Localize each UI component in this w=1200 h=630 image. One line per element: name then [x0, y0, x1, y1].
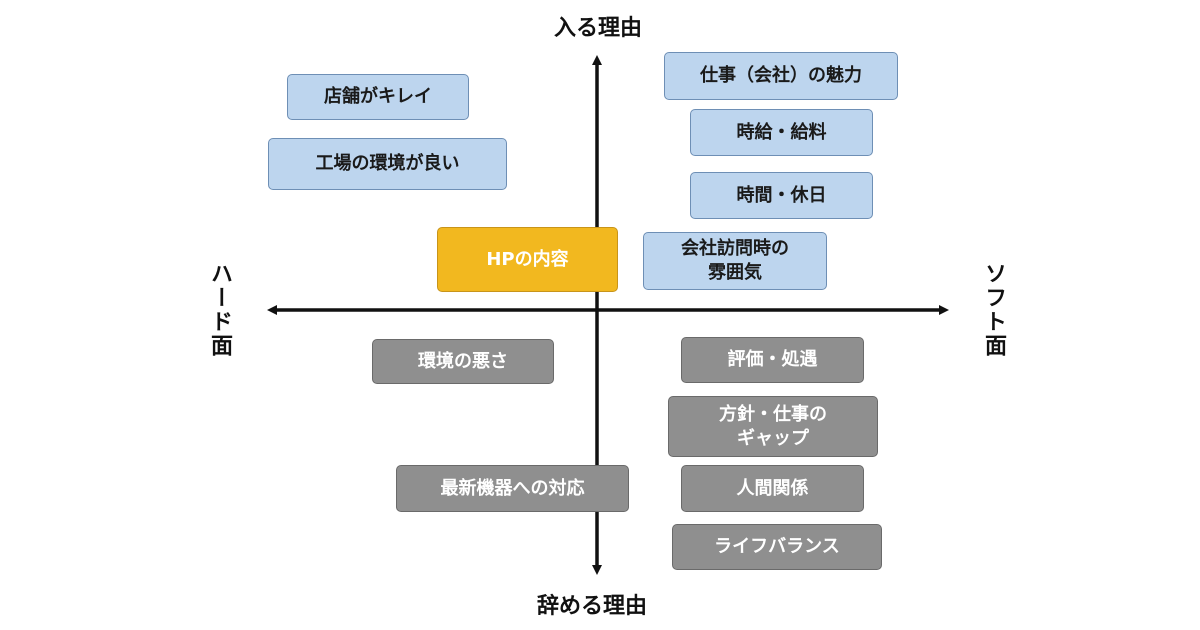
box-relationships: 人間関係	[681, 465, 864, 512]
axis-label-bottom: 辞める理由	[536, 594, 648, 619]
axis-label-right: ソフト面	[981, 262, 1006, 358]
box-policy-gap: 方針・仕事の ギャップ	[668, 396, 878, 457]
box-poor-environment: 環境の悪さ	[372, 339, 554, 384]
axis-label-top: 入る理由	[553, 16, 643, 41]
box-hours-holidays: 時間・休日	[690, 172, 873, 219]
box-evaluation: 評価・処遇	[681, 337, 864, 383]
box-visit-atmosphere: 会社訪問時の 雰囲気	[643, 232, 827, 290]
axis-label-left: ハード面	[207, 262, 232, 358]
box-company-appeal: 仕事（会社）の魅力	[664, 52, 898, 100]
box-clean-store: 店舗がキレイ	[287, 74, 469, 120]
box-latest-equipment: 最新機器への対応	[396, 465, 629, 512]
box-good-factory-environment: 工場の環境が良い	[268, 138, 507, 190]
box-life-balance: ライフバランス	[672, 524, 882, 570]
box-hp-content: HPの内容	[437, 227, 618, 292]
box-wages: 時給・給料	[690, 109, 873, 156]
